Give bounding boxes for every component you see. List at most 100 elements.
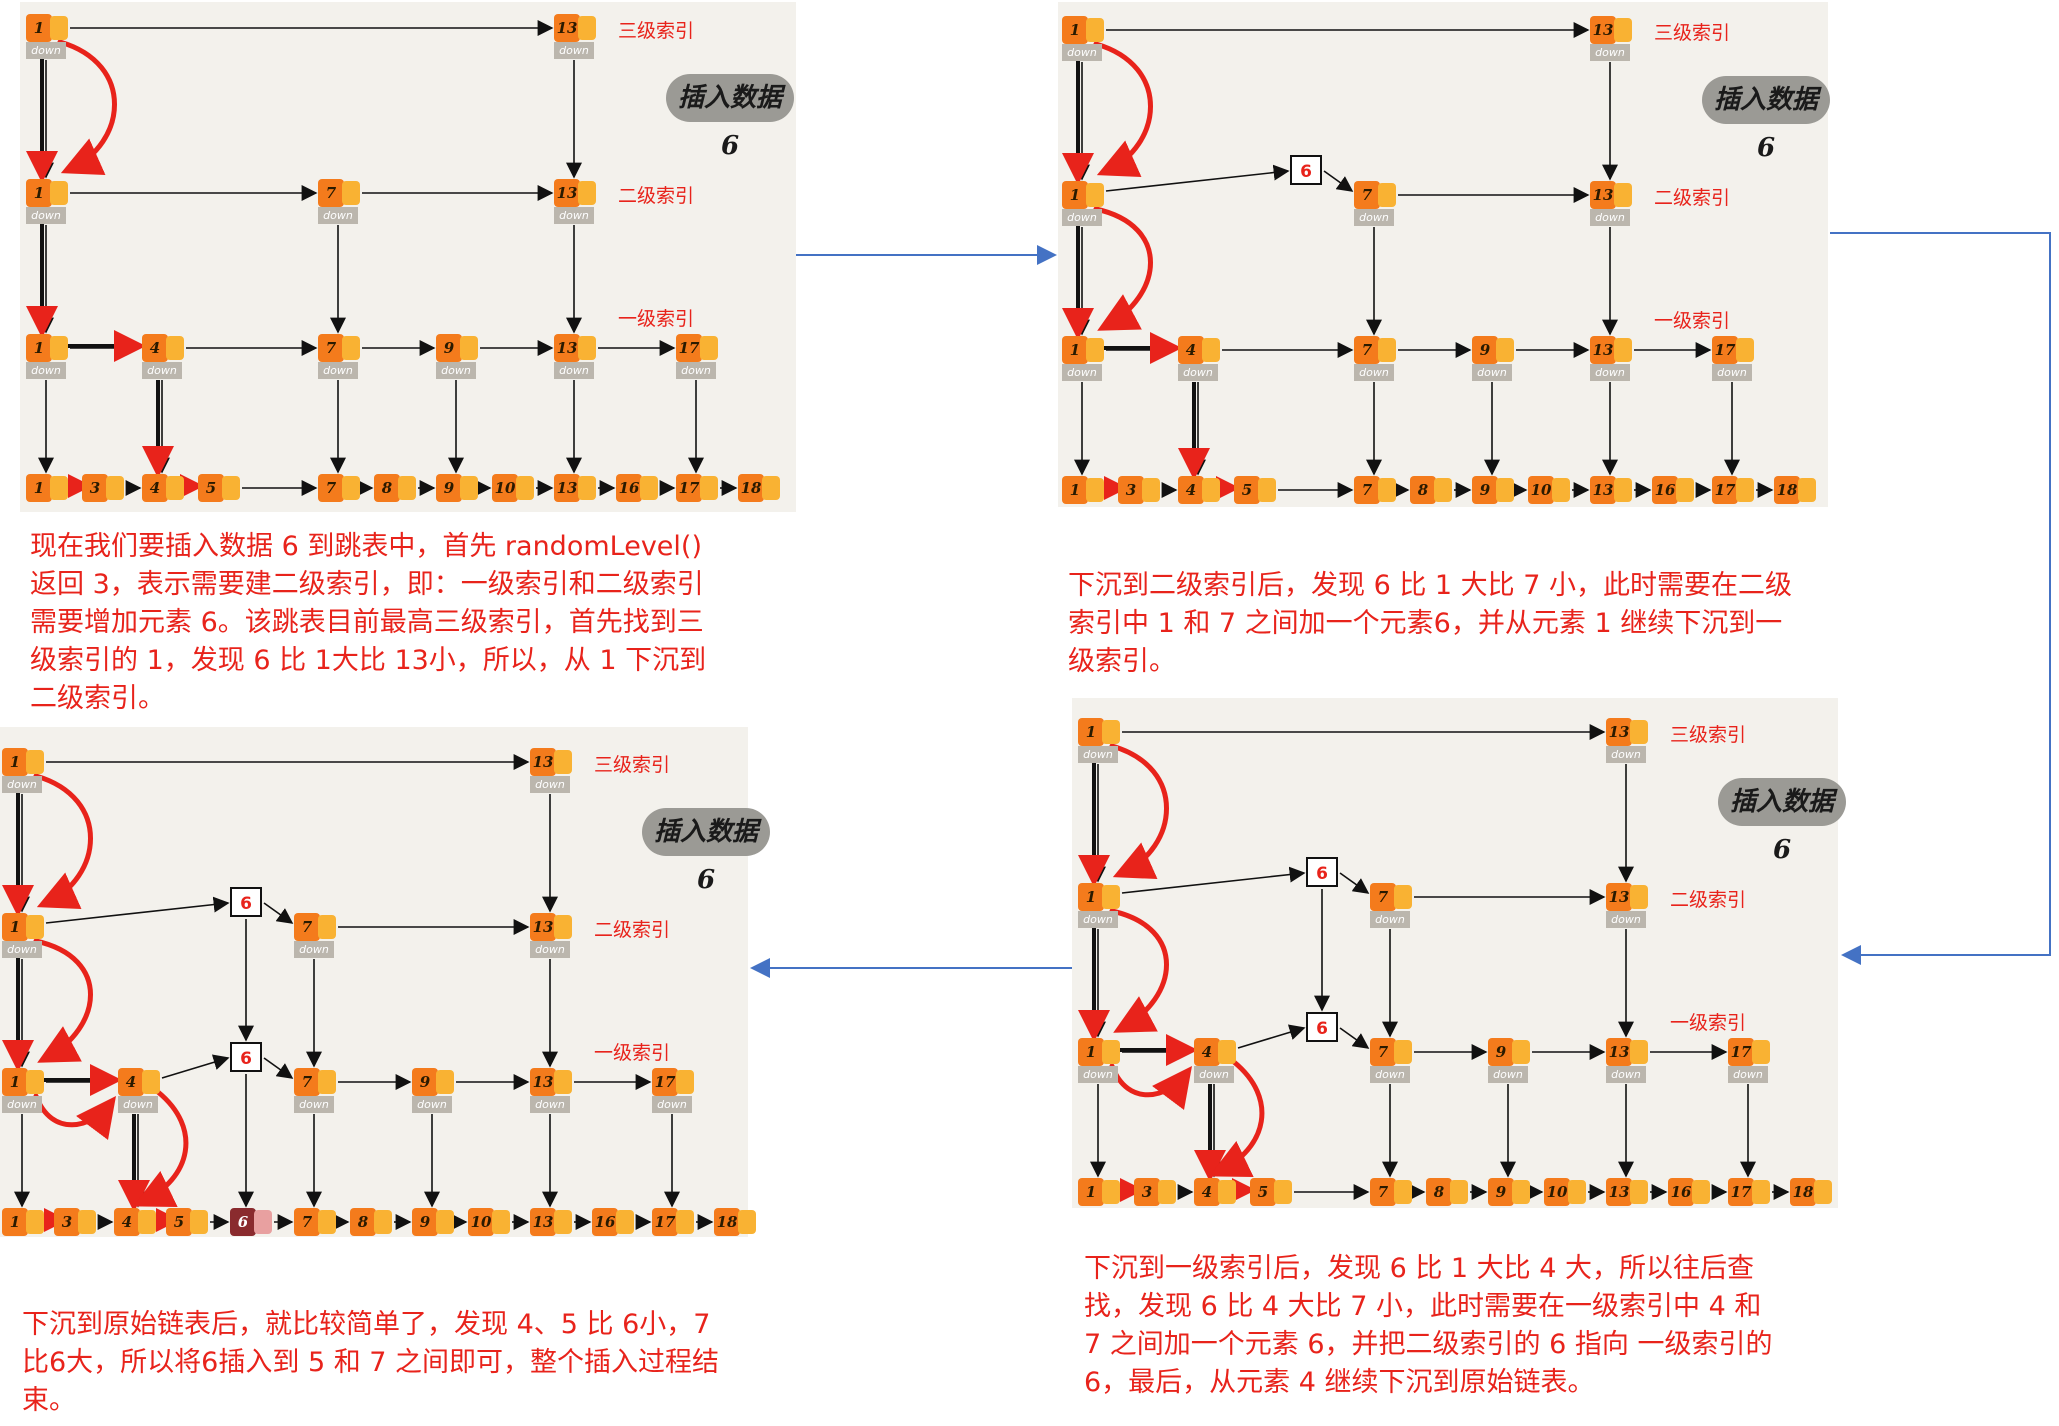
node-key: 13 xyxy=(1606,1038,1632,1066)
node-next-pointer xyxy=(26,1210,44,1234)
node-next-pointer xyxy=(1394,1040,1412,1064)
node-down-pointer: down xyxy=(2,776,42,793)
node-key: 1 xyxy=(2,1208,28,1236)
node-key: 17 xyxy=(1728,1178,1754,1206)
level2-link-arrow xyxy=(1323,170,1354,192)
node-next-pointer xyxy=(1630,1040,1648,1064)
node-next-pointer xyxy=(26,750,44,774)
node-next-pointer xyxy=(1102,885,1120,909)
node-key: 4 xyxy=(142,474,168,502)
node-key: 8 xyxy=(350,1208,376,1236)
node-next-pointer xyxy=(676,1210,694,1234)
node-key: 7 xyxy=(1354,336,1380,364)
step-connectors xyxy=(750,232,2051,978)
level1-link-arrow xyxy=(161,1054,230,1079)
search-path-l3-to-l2 xyxy=(1093,41,1153,177)
node-next-pointer xyxy=(700,336,718,360)
node-next-pointer xyxy=(460,336,478,360)
node-key: 4 xyxy=(1178,336,1204,364)
node-next-pointer xyxy=(166,476,184,500)
node-next-pointer xyxy=(1434,478,1452,502)
node-down-pointer: down xyxy=(676,362,716,379)
node-key: 17 xyxy=(1712,336,1738,364)
node-next-pointer xyxy=(1142,478,1160,502)
node-next-pointer xyxy=(1568,1180,1586,1204)
node-next-pointer xyxy=(1752,1180,1770,1204)
search-path-l3-to-l2 xyxy=(1109,743,1169,879)
node-next-pointer xyxy=(1218,1180,1236,1204)
node-next-pointer xyxy=(50,16,68,40)
node-next-pointer xyxy=(436,1210,454,1234)
node-next-pointer xyxy=(1630,1180,1648,1204)
node-key: 10 xyxy=(1528,476,1554,504)
node-next-pointer xyxy=(1496,338,1514,362)
search-path-to-4 xyxy=(33,1093,117,1140)
node-next-pointer xyxy=(1614,183,1632,207)
node-key: 18 xyxy=(1790,1178,1816,1206)
node-down-pointer: down xyxy=(1078,746,1118,763)
node-key: 3 xyxy=(1134,1178,1160,1206)
node-key: 7 xyxy=(1370,883,1396,911)
node-key: 1 xyxy=(26,474,52,502)
label-level2: 二级索引 xyxy=(594,919,671,941)
node-next-pointer xyxy=(1086,338,1104,362)
connector-2-3 xyxy=(1830,232,2051,965)
level2-link-arrow xyxy=(1121,866,1306,894)
node-down-pointer: down xyxy=(318,207,358,224)
node-key: 16 xyxy=(616,474,642,502)
node-next-pointer xyxy=(142,1070,160,1094)
level1-link-arrow xyxy=(1237,1024,1306,1049)
node-next-pointer xyxy=(26,915,44,939)
node-key: 8 xyxy=(374,474,400,502)
node-down-pointer: down xyxy=(554,42,594,59)
search-path-l3-to-l2 xyxy=(33,773,93,909)
node-down-pointer: down xyxy=(1370,911,1410,928)
node-key: 4 xyxy=(142,334,168,362)
node-key: 16 xyxy=(1652,476,1678,504)
node-down-pointer: down xyxy=(1062,364,1102,381)
level1-link-arrow xyxy=(263,1057,294,1079)
insert-data-badge: 插入数据 6 xyxy=(1702,76,1830,163)
node-key: 1 xyxy=(26,179,52,207)
node-next-pointer xyxy=(318,1210,336,1234)
node-next-pointer xyxy=(1614,338,1632,362)
node-next-pointer xyxy=(1086,183,1104,207)
node-key: 7 xyxy=(294,1068,320,1096)
node-next-pointer xyxy=(700,476,718,500)
node-next-pointer xyxy=(1086,18,1104,42)
node-down-pointer: down xyxy=(1062,209,1102,226)
node-next-pointer xyxy=(1752,1040,1770,1064)
node-key: 7 xyxy=(1370,1038,1396,1066)
node-key: 17 xyxy=(1728,1038,1754,1066)
node-next-pointer xyxy=(1676,478,1694,502)
node-key: 3 xyxy=(82,474,108,502)
node-key: 17 xyxy=(652,1068,678,1096)
node-next-pointer xyxy=(578,181,596,205)
node-down-pointer: down xyxy=(1178,364,1218,381)
node-next-pointer xyxy=(1258,478,1276,502)
node-key: 1 xyxy=(26,14,52,42)
new-index-node-6: 6 xyxy=(1290,155,1322,185)
node-key: 9 xyxy=(436,474,462,502)
node-key: 13 xyxy=(1590,16,1616,44)
node-down-pointer: down xyxy=(2,1096,42,1113)
node-down-pointer: down xyxy=(1590,209,1630,226)
node-key: 4 xyxy=(1194,1178,1220,1206)
node-next-pointer xyxy=(1202,478,1220,502)
node-down-pointer: down xyxy=(26,42,66,59)
search-path-l3-to-l2 xyxy=(57,39,117,175)
node-next-pointer xyxy=(492,1210,510,1234)
node-key: 7 xyxy=(1370,1178,1396,1206)
node-next-pointer xyxy=(578,476,596,500)
node-key: 10 xyxy=(1544,1178,1570,1206)
node-key: 5 xyxy=(198,474,224,502)
node-next-pointer xyxy=(1158,1180,1176,1204)
label-level1: 一级索引 xyxy=(1670,1012,1747,1034)
node-key: 6 xyxy=(230,1208,256,1236)
node-key: 4 xyxy=(114,1208,140,1236)
insert-data-badge: 插入数据 6 xyxy=(666,74,794,161)
node-down-pointer: down xyxy=(1590,364,1630,381)
label-level2: 二级索引 xyxy=(1654,187,1731,209)
label-level3: 三级索引 xyxy=(1654,22,1731,44)
label-level1: 一级索引 xyxy=(594,1042,671,1064)
